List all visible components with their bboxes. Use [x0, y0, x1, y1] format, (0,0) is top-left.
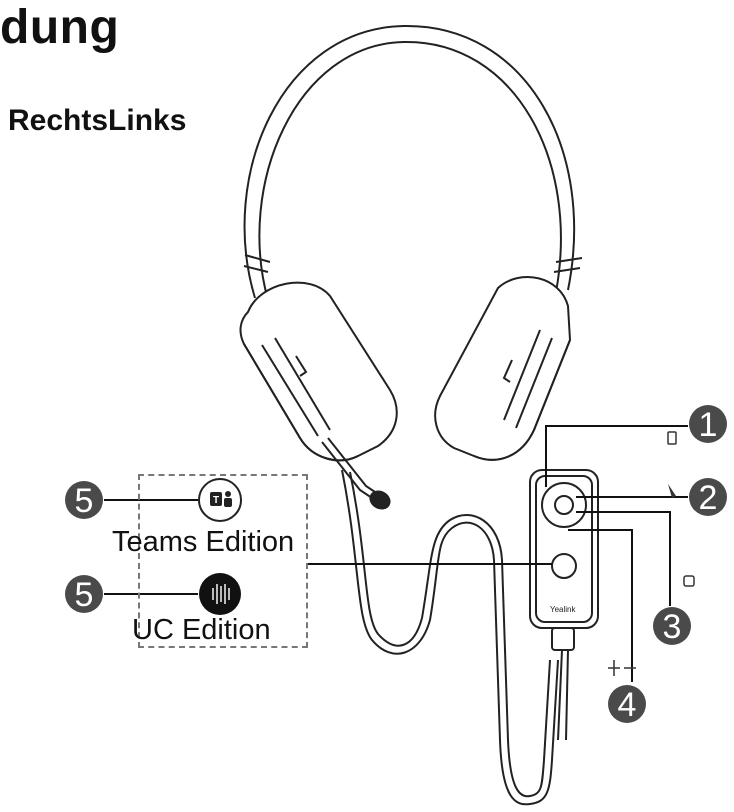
volume-icon	[608, 660, 636, 676]
callout-3: 3	[653, 607, 691, 646]
page-title: dung	[0, 1, 120, 54]
left-earcup	[239, 281, 398, 462]
callout-5-uc: 5	[65, 575, 103, 614]
left-label: Links	[108, 104, 187, 137]
edition-variants-box	[138, 474, 308, 648]
svg-text:5: 5	[75, 482, 94, 520]
teams-icon: T	[198, 478, 242, 522]
svg-text:1: 1	[699, 406, 718, 444]
svg-text:2: 2	[699, 479, 718, 517]
headset-icon	[683, 575, 695, 587]
callout-1: 1	[689, 405, 727, 444]
right-earcup	[434, 276, 572, 461]
uc-edition-label: UC Edition	[132, 614, 271, 646]
right-label: Rechts	[8, 104, 109, 137]
boom-mic	[321, 437, 391, 510]
svg-text:4: 4	[618, 686, 637, 724]
callout-2: 2	[689, 478, 727, 517]
inline-controller: Yealink	[529, 469, 599, 741]
callout-lines	[104, 425, 688, 682]
svg-text:5: 5	[75, 576, 94, 614]
svg-text:3: 3	[663, 608, 682, 646]
callout-5-teams: 5	[65, 481, 103, 520]
callout-4: 4	[608, 685, 646, 724]
headband	[243, 24, 583, 301]
headset-cable	[341, 469, 559, 806]
brand-logo: Yealink	[550, 605, 577, 614]
teams-edition-label: Teams Edition	[112, 526, 295, 558]
mic-mute-icon	[668, 484, 676, 498]
side-labels: RechtsLinks	[8, 106, 186, 136]
uc-icon	[199, 573, 241, 615]
phone-icon	[667, 431, 677, 445]
svg-text:T: T	[213, 495, 219, 506]
